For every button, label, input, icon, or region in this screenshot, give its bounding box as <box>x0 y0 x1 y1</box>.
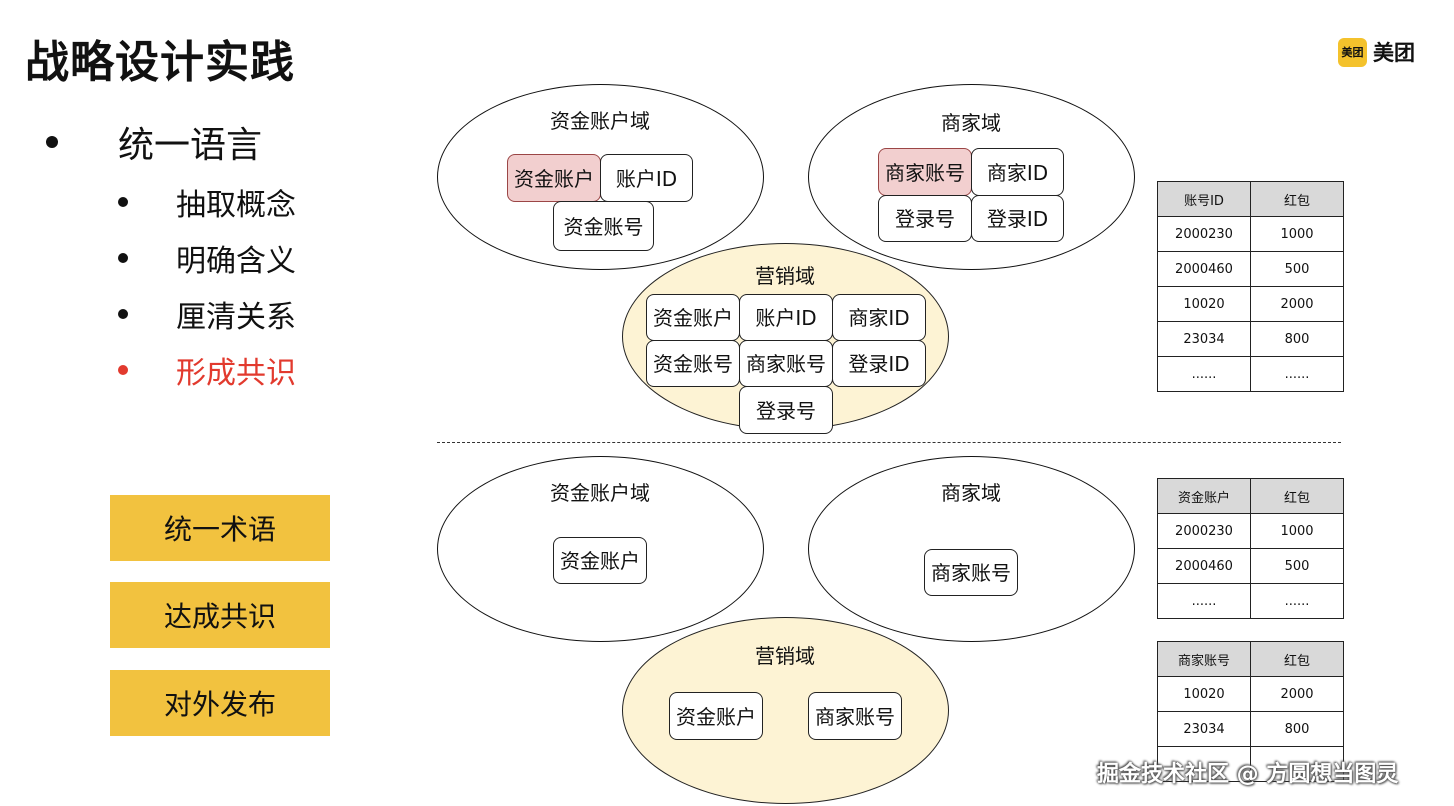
meituan-logo-badge: 美团 <box>1338 37 1367 67</box>
table-cell: 1000 <box>1250 513 1344 549</box>
bullet-dot <box>118 309 128 319</box>
table-row: 23034 800 <box>1157 711 1344 747</box>
table-header-row: 账号ID 红包 <box>1157 181 1344 217</box>
top-marketing-item-fund-account: 资金账户 <box>646 294 740 341</box>
top-merchant-item-merchant-number: 商家账号 <box>878 148 972 196</box>
bullet-sub-text-highlight: 形成共识 <box>176 356 296 391</box>
table-cell: 500 <box>1250 251 1344 287</box>
bottom-marketing-domain-label: 营销域 <box>755 644 815 668</box>
table-header-cell: 资金账户 <box>1157 478 1251 514</box>
bottom-fund-table: 资金账户 红包 2000230 1000 2000460 500 ...... … <box>1157 478 1344 619</box>
table-cell: 2000 <box>1250 676 1344 712</box>
bullet-sub-2: 明确含义 <box>118 236 296 280</box>
action-publish: 对外发布 <box>110 670 330 736</box>
top-fund-domain-ellipse <box>437 84 764 270</box>
top-marketing-item-login-id: 登录ID <box>832 340 926 387</box>
bottom-merchant-domain-label: 商家域 <box>941 481 1001 505</box>
bullet-main: 统一语言 <box>46 116 262 168</box>
top-marketing-item-fund-number: 资金账号 <box>646 340 740 387</box>
top-marketing-item-merchant-id: 商家ID <box>832 294 926 341</box>
top-merchant-item-login-number: 登录号 <box>878 195 972 242</box>
top-merchant-item-login-id: 登录ID <box>971 195 1064 242</box>
section-divider <box>437 442 1341 443</box>
table-header-cell: 红包 <box>1250 181 1344 217</box>
top-fund-item-fund-account: 资金账户 <box>507 154 601 202</box>
table-cell: 2000 <box>1250 286 1344 322</box>
table-cell <box>1250 746 1344 782</box>
table-header-row: 商家账号 红包 <box>1157 641 1344 677</box>
action-reach-consensus: 达成共识 <box>110 582 330 648</box>
table-header-cell: 红包 <box>1250 478 1344 514</box>
bullet-sub-text: 明确含义 <box>176 244 296 279</box>
table-row: ...... ...... <box>1157 356 1344 392</box>
table-row: 10020 2000 <box>1157 286 1344 322</box>
top-marketing-item-login-number: 登录号 <box>739 386 833 434</box>
bullet-main-text: 统一语言 <box>118 125 263 166</box>
table-row: 2000230 1000 <box>1157 216 1344 252</box>
table-cell: ...... <box>1250 356 1344 392</box>
top-merchant-domain-ellipse <box>808 84 1135 270</box>
table-cell: 800 <box>1250 711 1344 747</box>
top-fund-domain-label: 资金账户域 <box>550 109 650 133</box>
bullet-sub-text: 厘清关系 <box>176 300 296 335</box>
table-row: 2000460 500 <box>1157 251 1344 287</box>
table-cell: ...... <box>1157 356 1251 392</box>
table-row: ...... ...... <box>1157 583 1344 619</box>
table-cell <box>1157 746 1251 782</box>
bottom-merchant-domain-ellipse <box>808 456 1135 642</box>
bottom-fund-item-fund-account: 资金账户 <box>553 537 647 584</box>
table-cell: ...... <box>1157 583 1251 619</box>
meituan-logo-text: 美团 <box>1373 41 1415 65</box>
table-header-row: 资金账户 红包 <box>1157 478 1344 514</box>
bottom-marketing-item-merchant-number: 商家账号 <box>808 692 902 740</box>
table-row <box>1157 746 1344 782</box>
table-header-cell: 商家账号 <box>1157 641 1251 677</box>
bullet-sub-1: 抽取概念 <box>118 180 296 224</box>
top-table: 账号ID 红包 2000230 1000 2000460 500 10020 2… <box>1157 181 1344 392</box>
table-cell: 23034 <box>1157 321 1251 357</box>
bullet-dot <box>118 253 128 263</box>
bullet-sub-4: 形成共识 <box>118 348 296 392</box>
table-row: 2000230 1000 <box>1157 513 1344 549</box>
top-fund-item-fund-number: 资金账号 <box>553 201 654 251</box>
top-marketing-domain-label: 营销域 <box>755 264 815 288</box>
top-marketing-item-merchant-number: 商家账号 <box>739 340 833 387</box>
table-cell: 2000460 <box>1157 548 1251 584</box>
bottom-fund-domain-label: 资金账户域 <box>550 481 650 505</box>
table-row: 2000460 500 <box>1157 548 1344 584</box>
bottom-marketing-item-fund-account: 资金账户 <box>669 692 763 740</box>
action-unify-terms: 统一术语 <box>110 495 330 561</box>
table-header-cell: 红包 <box>1250 641 1344 677</box>
bullet-sub-text: 抽取概念 <box>176 188 296 223</box>
top-fund-item-account-id: 账户ID <box>600 154 693 202</box>
bullet-sub-3: 厘清关系 <box>118 292 296 336</box>
table-cell: ...... <box>1250 583 1344 619</box>
top-merchant-domain-label: 商家域 <box>941 111 1001 135</box>
table-cell: 10020 <box>1157 676 1251 712</box>
table-row: 23034 800 <box>1157 321 1344 357</box>
watermark: 掘金技术社区 @ 方圆想当图灵 <box>1097 762 1399 787</box>
table-row: 10020 2000 <box>1157 676 1344 712</box>
table-cell: 2000230 <box>1157 216 1251 252</box>
table-cell: 800 <box>1250 321 1344 357</box>
table-cell: 10020 <box>1157 286 1251 322</box>
top-marketing-item-account-id: 账户ID <box>739 294 833 341</box>
table-cell: 1000 <box>1250 216 1344 252</box>
table-cell: 2000230 <box>1157 513 1251 549</box>
bullet-dot <box>118 197 128 207</box>
table-header-cell: 账号ID <box>1157 181 1251 217</box>
page-title: 战略设计实践 <box>25 37 295 88</box>
bottom-merchant-table: 商家账号 红包 10020 2000 23034 800 <box>1157 641 1344 782</box>
table-cell: 23034 <box>1157 711 1251 747</box>
bullet-dot <box>46 136 58 148</box>
table-cell: 2000460 <box>1157 251 1251 287</box>
table-cell: 500 <box>1250 548 1344 584</box>
bottom-merchant-item-merchant-number: 商家账号 <box>924 549 1018 596</box>
top-merchant-item-merchant-id: 商家ID <box>971 148 1064 196</box>
bullet-dot <box>118 365 128 375</box>
bottom-fund-domain-ellipse <box>437 456 764 642</box>
meituan-logo: 美团 美团 <box>1338 37 1415 67</box>
